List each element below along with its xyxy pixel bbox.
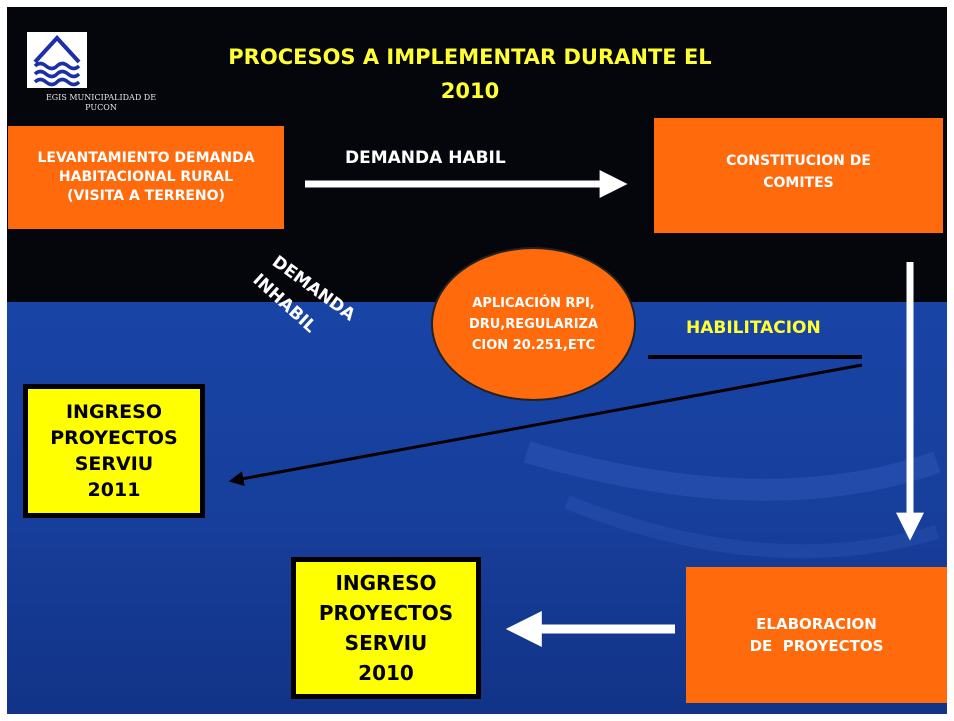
levantamiento-line-3: (VISITA A TERRENO) (67, 188, 225, 204)
logo-caption-line-1: EGIS MUNICIPALIDAD DE (45, 93, 157, 102)
aplicacion-line-1: APLICACIÓN RPI, (472, 295, 595, 311)
aplicacion-line-3: CION 20.251,ETC (471, 337, 596, 353)
constitucion-line-1: CONSTITUCION DE (726, 152, 871, 169)
ingreso-2011-line-2: PROYECTOS (50, 427, 178, 449)
aplicacion-rpi-oval: APLICACIÓN RPI, DRU,REGULARIZA CION 20.2… (431, 247, 636, 401)
constitucion-comites-box: CONSTITUCION DE COMITES (654, 118, 943, 233)
constitucion-line-2: COMITES (763, 174, 834, 191)
elaboracion-proyectos-box: ELABORACION DE PROYECTOS (686, 567, 947, 703)
ingreso-2011-line-3: SERVIU (74, 453, 154, 475)
demanda-habil-label: DEMANDA HABIL (345, 148, 506, 168)
title-line-2: 2010 (440, 79, 500, 103)
ingreso-2010-line-3: SERVIU (344, 631, 428, 655)
levantamiento-demanda-box: LEVANTAMIENTO DEMANDA HABITACIONAL RURAL… (8, 126, 284, 229)
ingreso-2010-line-2: PROYECTOS (318, 601, 454, 625)
ingreso-proyectos-2010-box: INGRESO PROYECTOS SERVIU 2010 (291, 557, 481, 699)
egis-waves-logo-icon (27, 32, 87, 88)
ingreso-2011-line-4: 2011 (87, 479, 141, 501)
ingreso-proyectos-2011-box: INGRESO PROYECTOS SERVIU 2011 (23, 384, 205, 518)
ingreso-2010-line-1: INGRESO (335, 571, 437, 595)
slide-title: PROCESOS A IMPLEMENTAR DURANTE EL 2010 (170, 40, 770, 108)
aplicacion-line-2: DRU,REGULARIZA (468, 316, 599, 332)
logo-caption: EGIS MUNICIPALIDAD DE PUCON (26, 93, 176, 113)
habilitacion-label: HABILITACION (686, 318, 821, 338)
levantamiento-line-1: LEVANTAMIENTO DEMANDA (37, 150, 255, 166)
logo-caption-line-2: PUCON (85, 103, 117, 112)
ingreso-2010-line-4: 2010 (358, 661, 414, 685)
elaboracion-line-1: ELABORACION (756, 615, 877, 633)
ingreso-2011-line-1: INGRESO (65, 401, 162, 423)
title-line-1: PROCESOS A IMPLEMENTAR DURANTE EL (228, 45, 712, 69)
elaboracion-line-2: DE PROYECTOS (749, 637, 884, 655)
levantamiento-line-2: HABITACIONAL RURAL (58, 169, 234, 185)
